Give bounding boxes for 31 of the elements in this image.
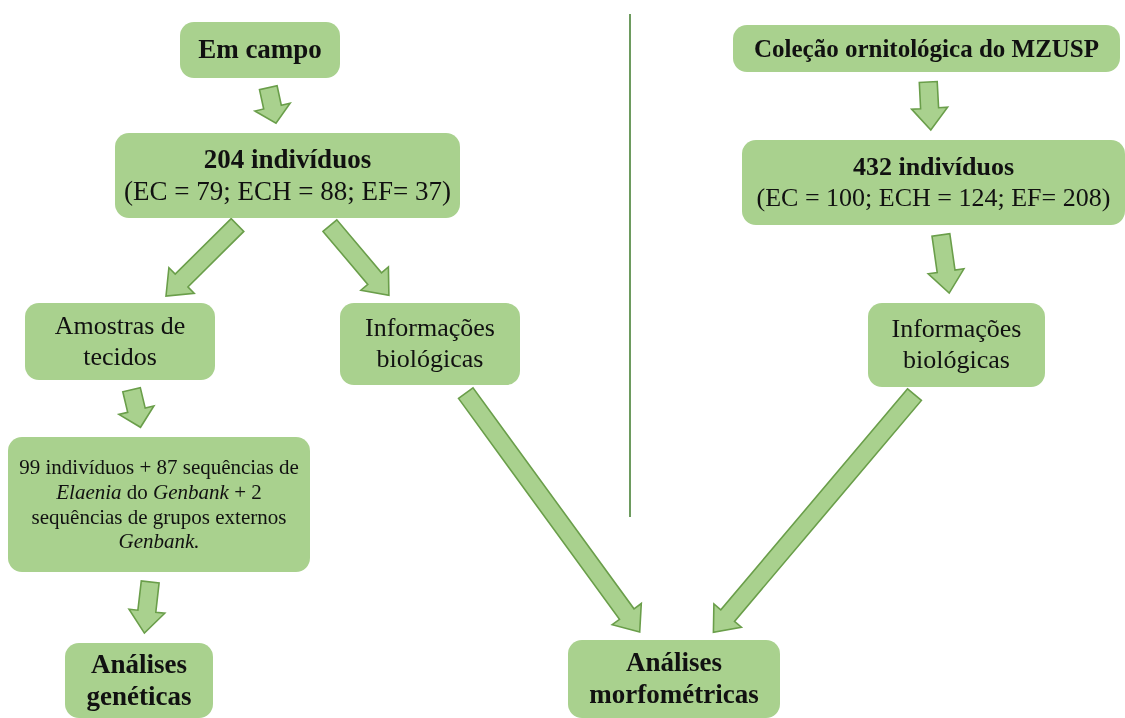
process-box bbox=[115, 133, 460, 218]
box-text: 99 indivíduos + 87 sequências de Elaenia do Genbank + 2 sequências de grupos externos Genbank. bbox=[18, 454, 300, 555]
box-text: (EC = 100; ECH = 124; EF= 208) bbox=[756, 182, 1111, 214]
process-box bbox=[742, 140, 1125, 225]
block-arrow bbox=[127, 580, 167, 635]
block-arrow bbox=[252, 84, 292, 125]
process-box bbox=[8, 437, 310, 572]
block-arrow bbox=[165, 217, 245, 297]
block-arrow bbox=[909, 80, 950, 132]
block-arrow bbox=[926, 232, 966, 295]
block-arrow bbox=[116, 386, 156, 429]
box-text: Informações biológicas bbox=[890, 314, 1023, 376]
box-text: Análises morfométricas bbox=[588, 647, 760, 711]
process-box bbox=[25, 303, 215, 380]
process-box bbox=[65, 643, 213, 718]
box-text: Análises genéticas bbox=[85, 648, 193, 713]
process-box bbox=[340, 303, 520, 385]
box-text: 204 indivíduos bbox=[203, 143, 372, 176]
box-text: Informações biológicas bbox=[364, 313, 496, 375]
box-text: (EC = 79; ECH = 88; EF= 37) bbox=[124, 175, 451, 208]
box-text: Amostras de tecidos bbox=[53, 310, 187, 373]
process-box bbox=[180, 22, 340, 78]
box-text: Em campo bbox=[198, 34, 322, 66]
process-box bbox=[733, 25, 1120, 72]
block-arrow bbox=[321, 218, 390, 297]
box-text: Coleção ornitológica do MZUSP bbox=[753, 33, 1100, 64]
box-text: 432 indivíduos bbox=[852, 151, 1015, 183]
process-box bbox=[868, 303, 1045, 387]
block-arrow bbox=[457, 386, 643, 633]
process-box bbox=[568, 640, 780, 718]
block-arrow bbox=[712, 387, 923, 634]
